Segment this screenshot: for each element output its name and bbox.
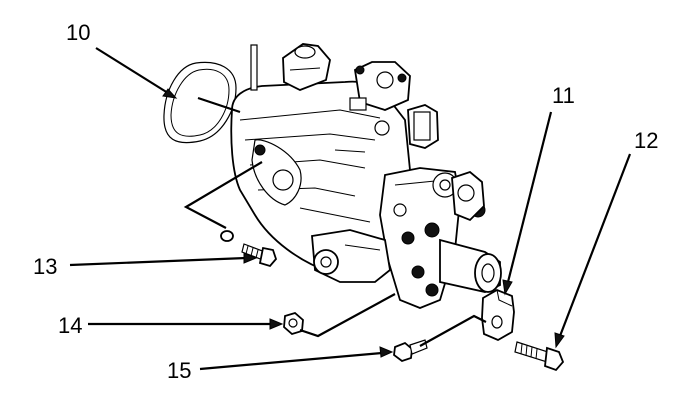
leader-15-bracket bbox=[419, 314, 487, 347]
nut-part-14 bbox=[283, 311, 304, 336]
bolt-part-13 bbox=[241, 243, 278, 268]
leader-14-bracket bbox=[299, 293, 396, 338]
callout-14: 14 bbox=[58, 313, 82, 338]
leader-15 bbox=[199, 351, 383, 371]
leader-10b bbox=[197, 96, 241, 114]
callout-11: 11 bbox=[552, 83, 575, 108]
leader-13 bbox=[69, 256, 247, 267]
leader-11 bbox=[506, 111, 553, 283]
bolt-part-15 bbox=[393, 339, 428, 363]
callout-12: 12 bbox=[634, 128, 658, 153]
injection-pump-assembly bbox=[230, 43, 502, 309]
callout-15: 15 bbox=[167, 358, 191, 383]
leader-13-bracket bbox=[183, 161, 263, 229]
callout-13: 13 bbox=[33, 254, 57, 279]
bracket-part-11 bbox=[481, 289, 515, 342]
leader-12 bbox=[558, 153, 632, 337]
washer-part-13 bbox=[220, 230, 234, 242]
bolt-part-12 bbox=[514, 341, 565, 372]
callout-10: 10 bbox=[66, 20, 90, 45]
gasket-part-10 bbox=[163, 61, 237, 144]
leader-lines bbox=[69, 47, 632, 371]
leader-10 bbox=[95, 47, 169, 94]
